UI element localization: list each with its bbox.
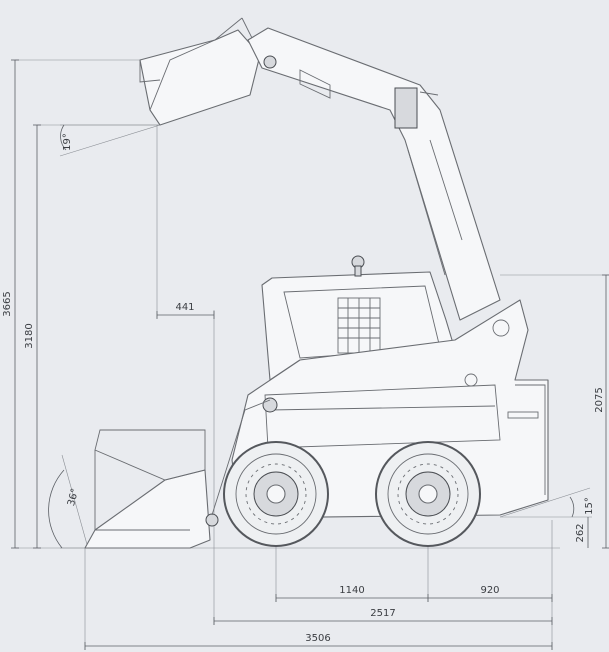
- label-wheelbase: 1140: [339, 585, 364, 596]
- front-wheel: [223, 441, 329, 547]
- label-reach: 441: [175, 302, 194, 313]
- label-max-height: 3665: [2, 291, 13, 316]
- label-overall-height: 2075: [594, 387, 605, 412]
- label-ground-clearance: 262: [575, 523, 586, 542]
- label-pin-height: 3180: [24, 323, 35, 348]
- raised-bucket: [139, 17, 263, 126]
- rear-wheel: [375, 441, 481, 547]
- lift-arm: [247, 27, 501, 321]
- lowered-bucket: [84, 469, 211, 549]
- label-overall-length: 3506: [305, 633, 330, 644]
- dimension-labels: 3665 3180 19° 441 2075 15° 262 36° 1140 …: [2, 133, 605, 644]
- label-rear-overhang: 920: [480, 585, 499, 596]
- dimension-lines: [11, 59, 609, 650]
- label-dump-angle: 19°: [62, 133, 73, 151]
- label-length-no-bucket: 2517: [370, 608, 395, 619]
- label-rollback-angle: 36°: [66, 487, 81, 507]
- cab-grille: [338, 298, 380, 353]
- label-departure-angle: 15°: [584, 497, 595, 515]
